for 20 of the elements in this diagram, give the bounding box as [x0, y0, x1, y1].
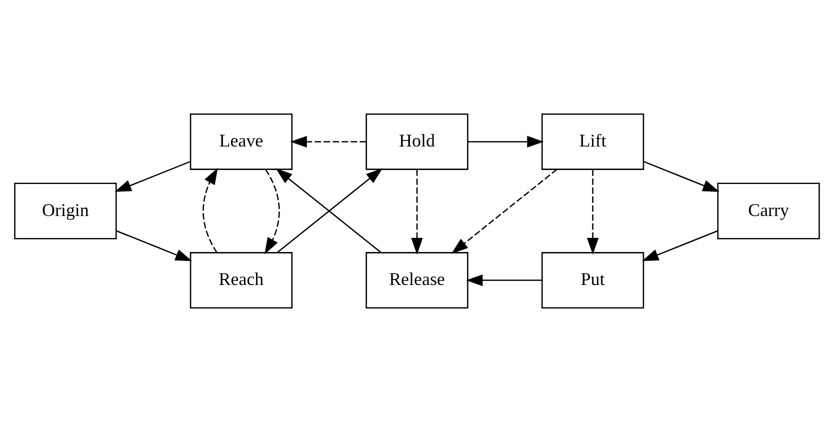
node-box: Reach	[190, 252, 293, 308]
arrow	[466, 274, 542, 286]
arrow	[411, 168, 423, 254]
node-box: Carry	[717, 182, 820, 239]
node-box: Hold	[366, 112, 468, 170]
arrow	[451, 168, 558, 254]
node-box: Release	[366, 252, 468, 308]
node-box: Origin	[14, 182, 117, 239]
arrow	[468, 135, 544, 148]
node-box: Lift	[541, 112, 644, 170]
arrow	[643, 160, 720, 192]
arrow	[586, 168, 599, 254]
arrow	[642, 230, 718, 261]
node-box: Leave	[190, 112, 293, 170]
arrow	[114, 160, 191, 192]
arrow	[116, 230, 192, 261]
arrow	[264, 168, 280, 254]
arrow	[202, 167, 218, 252]
node-box: Put	[541, 252, 644, 308]
arrow	[290, 135, 366, 148]
